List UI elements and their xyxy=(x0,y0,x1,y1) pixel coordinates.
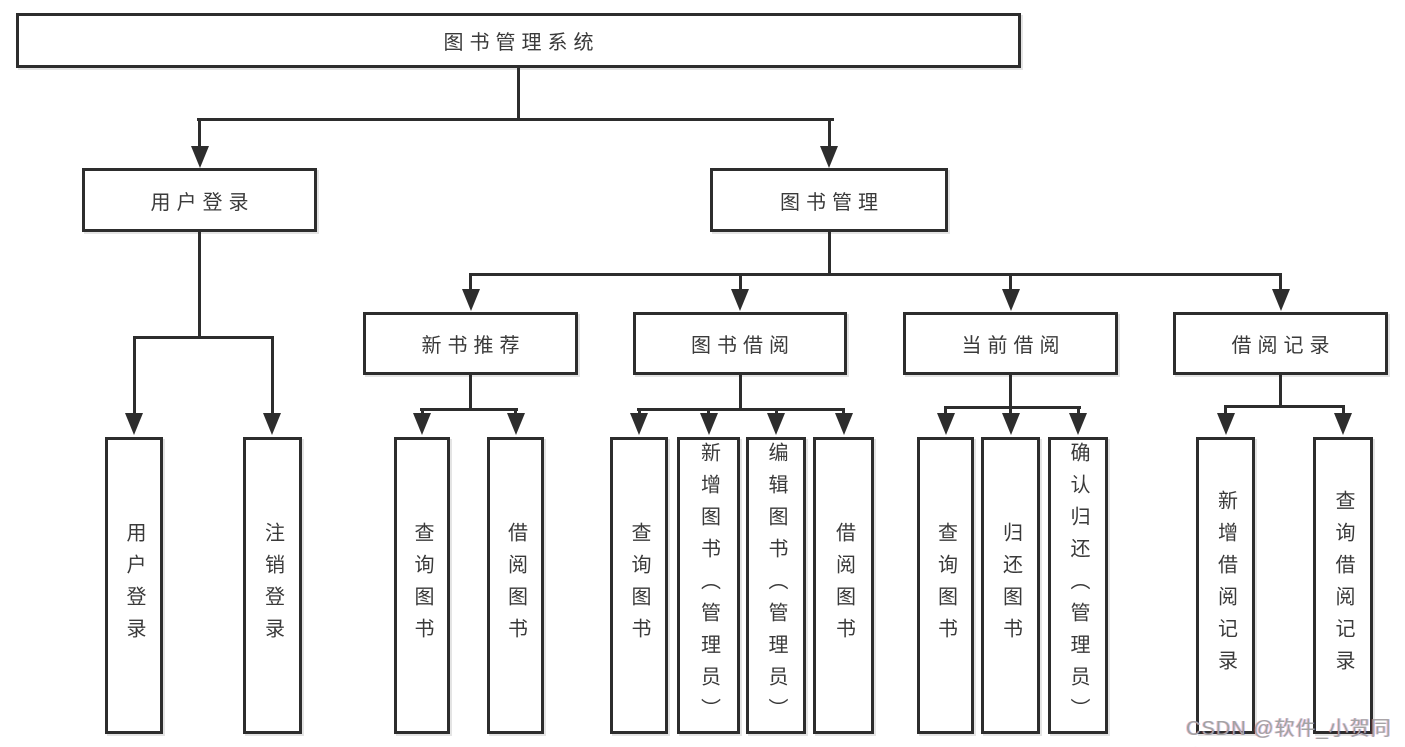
leaf-query-books-recommend: 查询图书 xyxy=(394,437,450,734)
connector-recommend-bar xyxy=(420,408,518,411)
leaf-label: 注销登录 xyxy=(261,521,284,650)
node-current-borrowing: 当前借阅 xyxy=(903,312,1118,375)
arrowhead-down xyxy=(731,289,749,311)
connector-stem xyxy=(707,408,710,415)
arrowhead-down xyxy=(700,413,718,435)
leaf-borrow-books-recommend: 借阅图书 xyxy=(487,437,544,734)
connector-stem xyxy=(638,408,641,415)
leaf-label: 查询图书 xyxy=(411,521,433,650)
connector-stem xyxy=(198,118,201,146)
connector-stem xyxy=(421,408,424,415)
leaf-label: 查询图书 xyxy=(628,521,650,650)
arrowhead-down xyxy=(835,413,853,435)
leaf-label: 借阅图书 xyxy=(832,521,855,650)
arrowhead-down xyxy=(263,413,281,435)
connector-stem xyxy=(133,336,136,415)
node-label: 新书推荐 xyxy=(421,335,526,357)
arrowhead-down xyxy=(507,413,525,435)
connector-stem xyxy=(271,336,274,415)
arrowhead-down xyxy=(767,413,785,435)
leaf-label: 新增图书（管理员） xyxy=(697,441,720,730)
leaf-label: 新增借阅记录 xyxy=(1214,489,1237,682)
node-book-management: 图书管理 xyxy=(710,168,948,232)
csdn-watermark: CSDN @软件_小贺同学 xyxy=(1186,718,1392,740)
arrowhead-down xyxy=(413,413,431,435)
node-label: 图书借阅 xyxy=(691,335,795,357)
leaf-confirm-return-admin: 确认归还（管理员） xyxy=(1048,437,1108,734)
arrowhead-down xyxy=(125,413,143,435)
arrowhead-down xyxy=(191,146,209,168)
node-label: 借阅记录 xyxy=(1231,335,1336,357)
arrowhead-down xyxy=(1334,413,1352,435)
node-root-library-system: 图书管理系统 xyxy=(16,13,1021,68)
arrowhead-down xyxy=(1002,413,1020,435)
connector-stem xyxy=(1279,273,1282,291)
connector-login-bar xyxy=(133,336,274,339)
connector-stem xyxy=(1077,406,1080,415)
connector-login-stub xyxy=(198,232,201,336)
leaf-return-books: 归还图书 xyxy=(981,437,1040,734)
connector-level2-bar xyxy=(197,118,834,121)
node-user-login: 用户登录 xyxy=(82,168,317,232)
connector-current-bar xyxy=(944,406,1081,409)
connector-stem xyxy=(1342,405,1345,415)
leaf-edit-book-admin: 编辑图书（管理员） xyxy=(746,437,806,734)
node-label: 图书管理 xyxy=(780,191,884,214)
connector-stem xyxy=(842,408,845,415)
connector-root-stub xyxy=(517,68,520,118)
connector-mgmt-stub xyxy=(828,232,831,273)
leaf-query-books-current: 查询图书 xyxy=(917,437,974,734)
arrowhead-down xyxy=(462,289,480,311)
connector-current-stub xyxy=(1009,375,1012,406)
leaf-add-book-admin: 新增图书（管理员） xyxy=(677,437,740,734)
connector-records-bar xyxy=(1224,405,1344,408)
leaf-logout-login: 注销登录 xyxy=(243,437,302,734)
node-borrowing-records: 借阅记录 xyxy=(1173,312,1388,375)
leaf-label: 查询借阅记录 xyxy=(1332,489,1354,682)
connector-borrowing-bar xyxy=(637,408,845,411)
arrowhead-down xyxy=(1002,289,1020,311)
connector-stem xyxy=(1009,273,1012,291)
leaf-label: 借阅图书 xyxy=(504,521,527,650)
connector-stem xyxy=(739,273,742,291)
leaf-query-borrow-record: 查询借阅记录 xyxy=(1313,437,1373,734)
node-new-book-recommend: 新书推荐 xyxy=(363,312,578,375)
connector-stem xyxy=(1224,405,1227,415)
arrowhead-down xyxy=(937,413,955,435)
leaf-label: 确认归还（管理员） xyxy=(1067,441,1089,730)
arrowhead-down xyxy=(1272,289,1290,311)
connector-stem xyxy=(1009,406,1012,415)
node-book-borrowing: 图书借阅 xyxy=(633,312,847,375)
connector-recommend-stub xyxy=(469,375,472,408)
arrowhead-down xyxy=(1069,413,1087,435)
connector-records-stub xyxy=(1279,375,1282,405)
connector-level3-bar xyxy=(469,273,1282,276)
node-label: 图书管理系统 xyxy=(443,32,600,54)
leaf-add-borrow-record: 新增借阅记录 xyxy=(1196,437,1255,734)
connector-borrowing-stub xyxy=(739,375,742,408)
connector-stem xyxy=(828,118,831,146)
connector-stem xyxy=(514,408,517,415)
node-label: 用户登录 xyxy=(150,191,255,214)
leaf-label: 用户登录 xyxy=(123,521,145,650)
arrowhead-down xyxy=(630,413,648,435)
leaf-label: 查询图书 xyxy=(934,521,957,650)
connector-stem xyxy=(944,406,947,415)
leaf-borrow-books: 借阅图书 xyxy=(813,437,874,734)
leaf-label: 归还图书 xyxy=(999,521,1022,650)
leaf-user-login: 用户登录 xyxy=(105,437,163,734)
leaf-label: 编辑图书（管理员） xyxy=(765,441,787,730)
arrowhead-down xyxy=(1217,413,1235,435)
node-label: 当前借阅 xyxy=(961,335,1066,357)
leaf-query-books-borrowing: 查询图书 xyxy=(610,437,668,734)
arrowhead-down xyxy=(820,146,838,168)
connector-stem xyxy=(775,408,778,415)
connector-stem xyxy=(469,273,472,291)
